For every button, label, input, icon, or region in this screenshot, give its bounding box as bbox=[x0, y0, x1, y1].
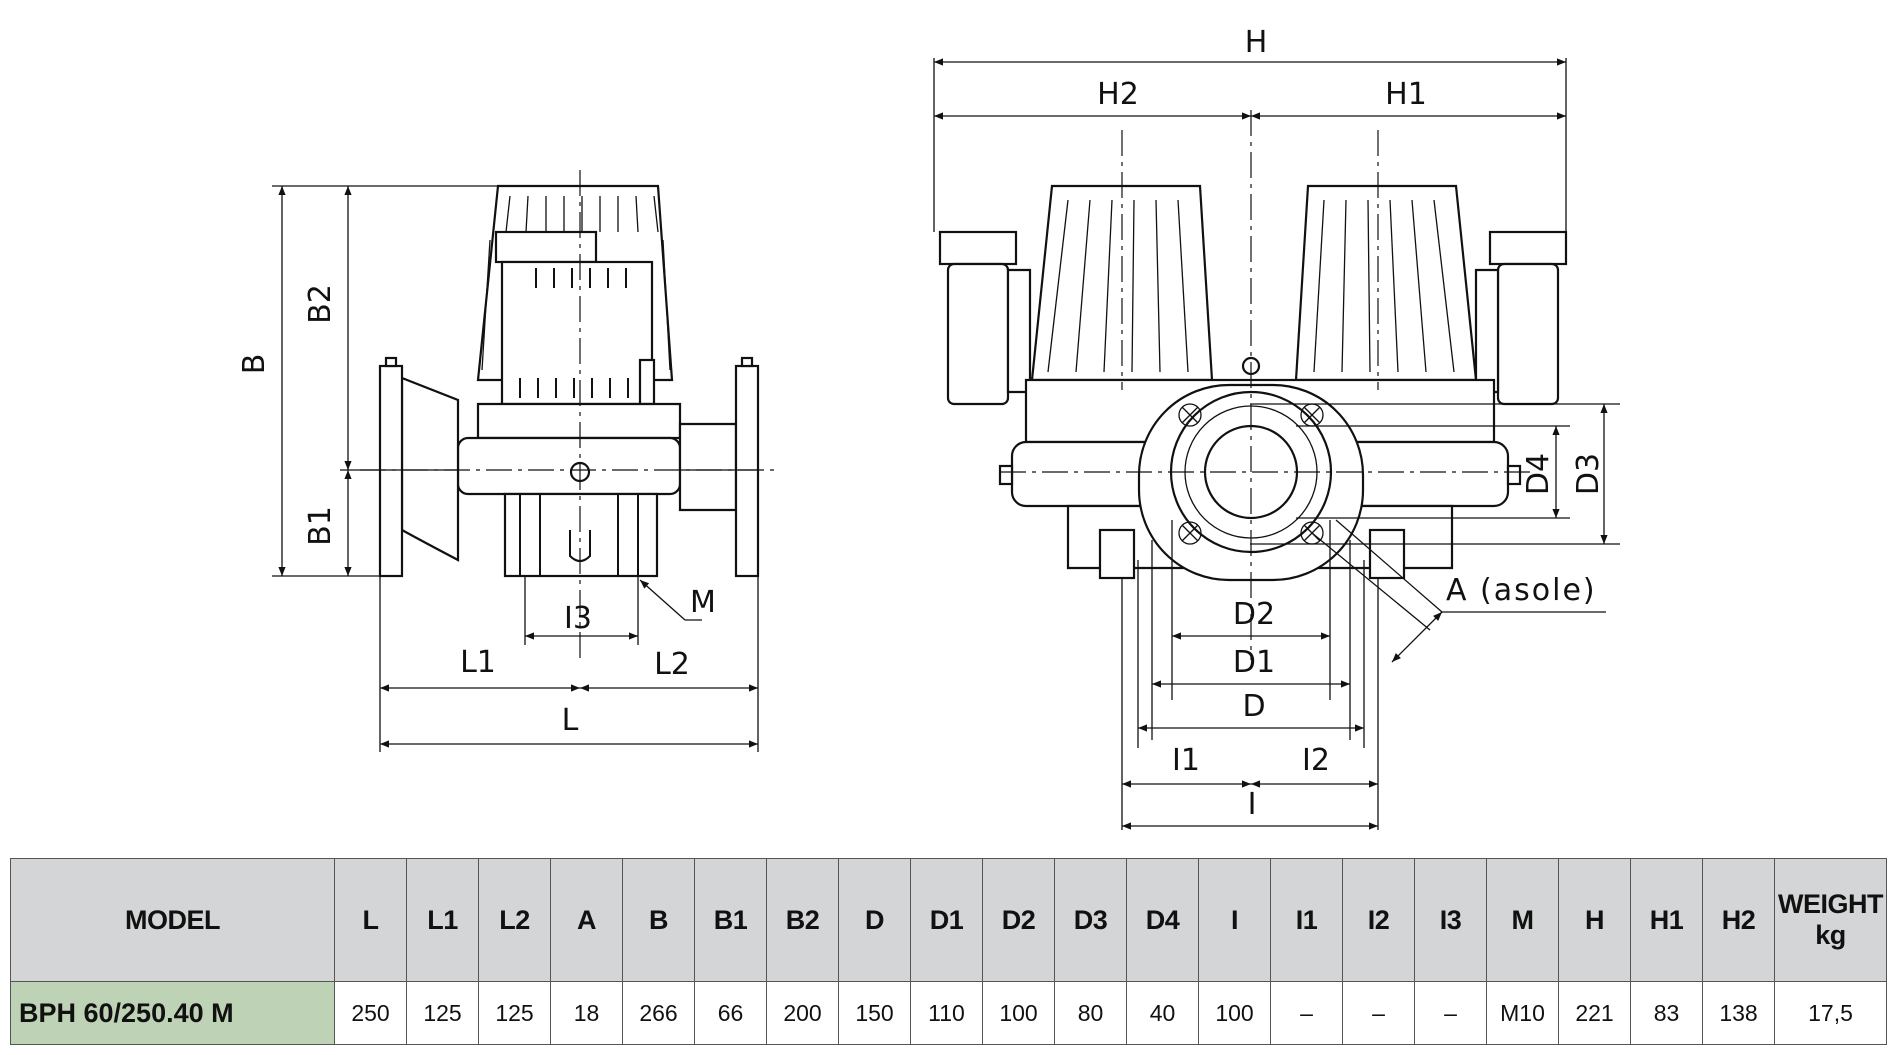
header-L: L bbox=[334, 858, 407, 982]
header-H2: H2 bbox=[1702, 858, 1775, 982]
header-D: D bbox=[838, 858, 911, 982]
label-H2: H2 bbox=[1097, 77, 1139, 112]
cell-D: 150 bbox=[838, 981, 911, 1045]
header-model: MODEL bbox=[10, 858, 335, 982]
header-I1: I1 bbox=[1270, 858, 1343, 982]
side-view: B B2 B1 L1 L2 L I3 M bbox=[237, 170, 778, 752]
cell-H1: 83 bbox=[1630, 981, 1703, 1045]
label-I1: I1 bbox=[1172, 743, 1200, 778]
label-A-asole: A (asole) bbox=[1446, 573, 1597, 608]
cell-I1: – bbox=[1270, 981, 1343, 1045]
label-L2: L2 bbox=[654, 647, 690, 682]
header-A: A bbox=[550, 858, 623, 982]
cell-L1: 125 bbox=[406, 981, 479, 1045]
label-D: D bbox=[1242, 689, 1265, 724]
label-H1: H1 bbox=[1385, 77, 1427, 112]
header-D4: D4 bbox=[1126, 858, 1199, 982]
header-H: H bbox=[1558, 858, 1631, 982]
cell-L: 250 bbox=[334, 981, 407, 1045]
label-I3: I3 bbox=[564, 601, 592, 636]
label-B1: B1 bbox=[303, 506, 338, 546]
table-header-row: MODEL L L1 L2 A B B1 B2 D D1 D2 D3 D4 I … bbox=[10, 858, 1887, 982]
header-weight-line1: WEIGHT bbox=[1778, 889, 1884, 919]
label-M: M bbox=[690, 585, 716, 620]
header-L1: L1 bbox=[406, 858, 479, 982]
label-B: B bbox=[237, 354, 272, 375]
label-H: H bbox=[1245, 25, 1268, 60]
header-L2: L2 bbox=[478, 858, 551, 982]
header-B1: B1 bbox=[694, 858, 767, 982]
header-I2: I2 bbox=[1342, 858, 1415, 982]
label-L1: L1 bbox=[460, 645, 496, 680]
cell-M: M10 bbox=[1486, 981, 1559, 1045]
header-M: M bbox=[1486, 858, 1559, 982]
label-I: I bbox=[1248, 787, 1257, 822]
header-D1: D1 bbox=[910, 858, 983, 982]
header-weight-line2: kg bbox=[1815, 920, 1846, 950]
cell-B1: 66 bbox=[694, 981, 767, 1045]
cell-I: 100 bbox=[1198, 981, 1271, 1045]
cell-D2: 100 bbox=[982, 981, 1055, 1045]
label-D4: D4 bbox=[1521, 453, 1556, 495]
cell-I2: – bbox=[1342, 981, 1415, 1045]
label-B2: B2 bbox=[303, 284, 338, 324]
header-D2: D2 bbox=[982, 858, 1055, 982]
label-D1: D1 bbox=[1233, 645, 1275, 680]
cell-A: 18 bbox=[550, 981, 623, 1045]
front-view: H H2 H1 D3 D4 A (asole) D2 D1 D bbox=[933, 25, 1620, 830]
cell-D1: 110 bbox=[910, 981, 983, 1045]
header-I: I bbox=[1198, 858, 1271, 982]
header-D3: D3 bbox=[1054, 858, 1127, 982]
cell-L2: 125 bbox=[478, 981, 551, 1045]
cell-B2: 200 bbox=[766, 981, 839, 1045]
cell-H2: 138 bbox=[1702, 981, 1775, 1045]
cell-D3: 80 bbox=[1054, 981, 1127, 1045]
cell-model: BPH 60/250.40 M bbox=[10, 981, 335, 1045]
label-I2: I2 bbox=[1302, 743, 1330, 778]
cell-weight: 17,5 bbox=[1774, 981, 1887, 1045]
label-D3: D3 bbox=[1571, 453, 1606, 495]
cell-B: 266 bbox=[622, 981, 695, 1045]
cell-I3: – bbox=[1414, 981, 1487, 1045]
cell-H: 221 bbox=[1558, 981, 1631, 1045]
cell-D4: 40 bbox=[1126, 981, 1199, 1045]
header-B2: B2 bbox=[766, 858, 839, 982]
dimensions-table: MODEL L L1 L2 A B B1 B2 D D1 D2 D3 D4 I … bbox=[10, 858, 1887, 1045]
technical-drawing: B B2 B1 L1 L2 L I3 M bbox=[237, 25, 1620, 830]
header-I3: I3 bbox=[1414, 858, 1487, 982]
header-H1: H1 bbox=[1630, 858, 1703, 982]
table-row: BPH 60/250.40 M 250 125 125 18 266 66 20… bbox=[10, 981, 1887, 1045]
header-weight: WEIGHT kg bbox=[1774, 858, 1887, 982]
label-L: L bbox=[562, 703, 579, 738]
header-B: B bbox=[622, 858, 695, 982]
label-D2: D2 bbox=[1233, 597, 1275, 632]
dimensions-table-wrapper: MODEL L L1 L2 A B B1 B2 D D1 D2 D3 D4 I … bbox=[10, 858, 1887, 1045]
